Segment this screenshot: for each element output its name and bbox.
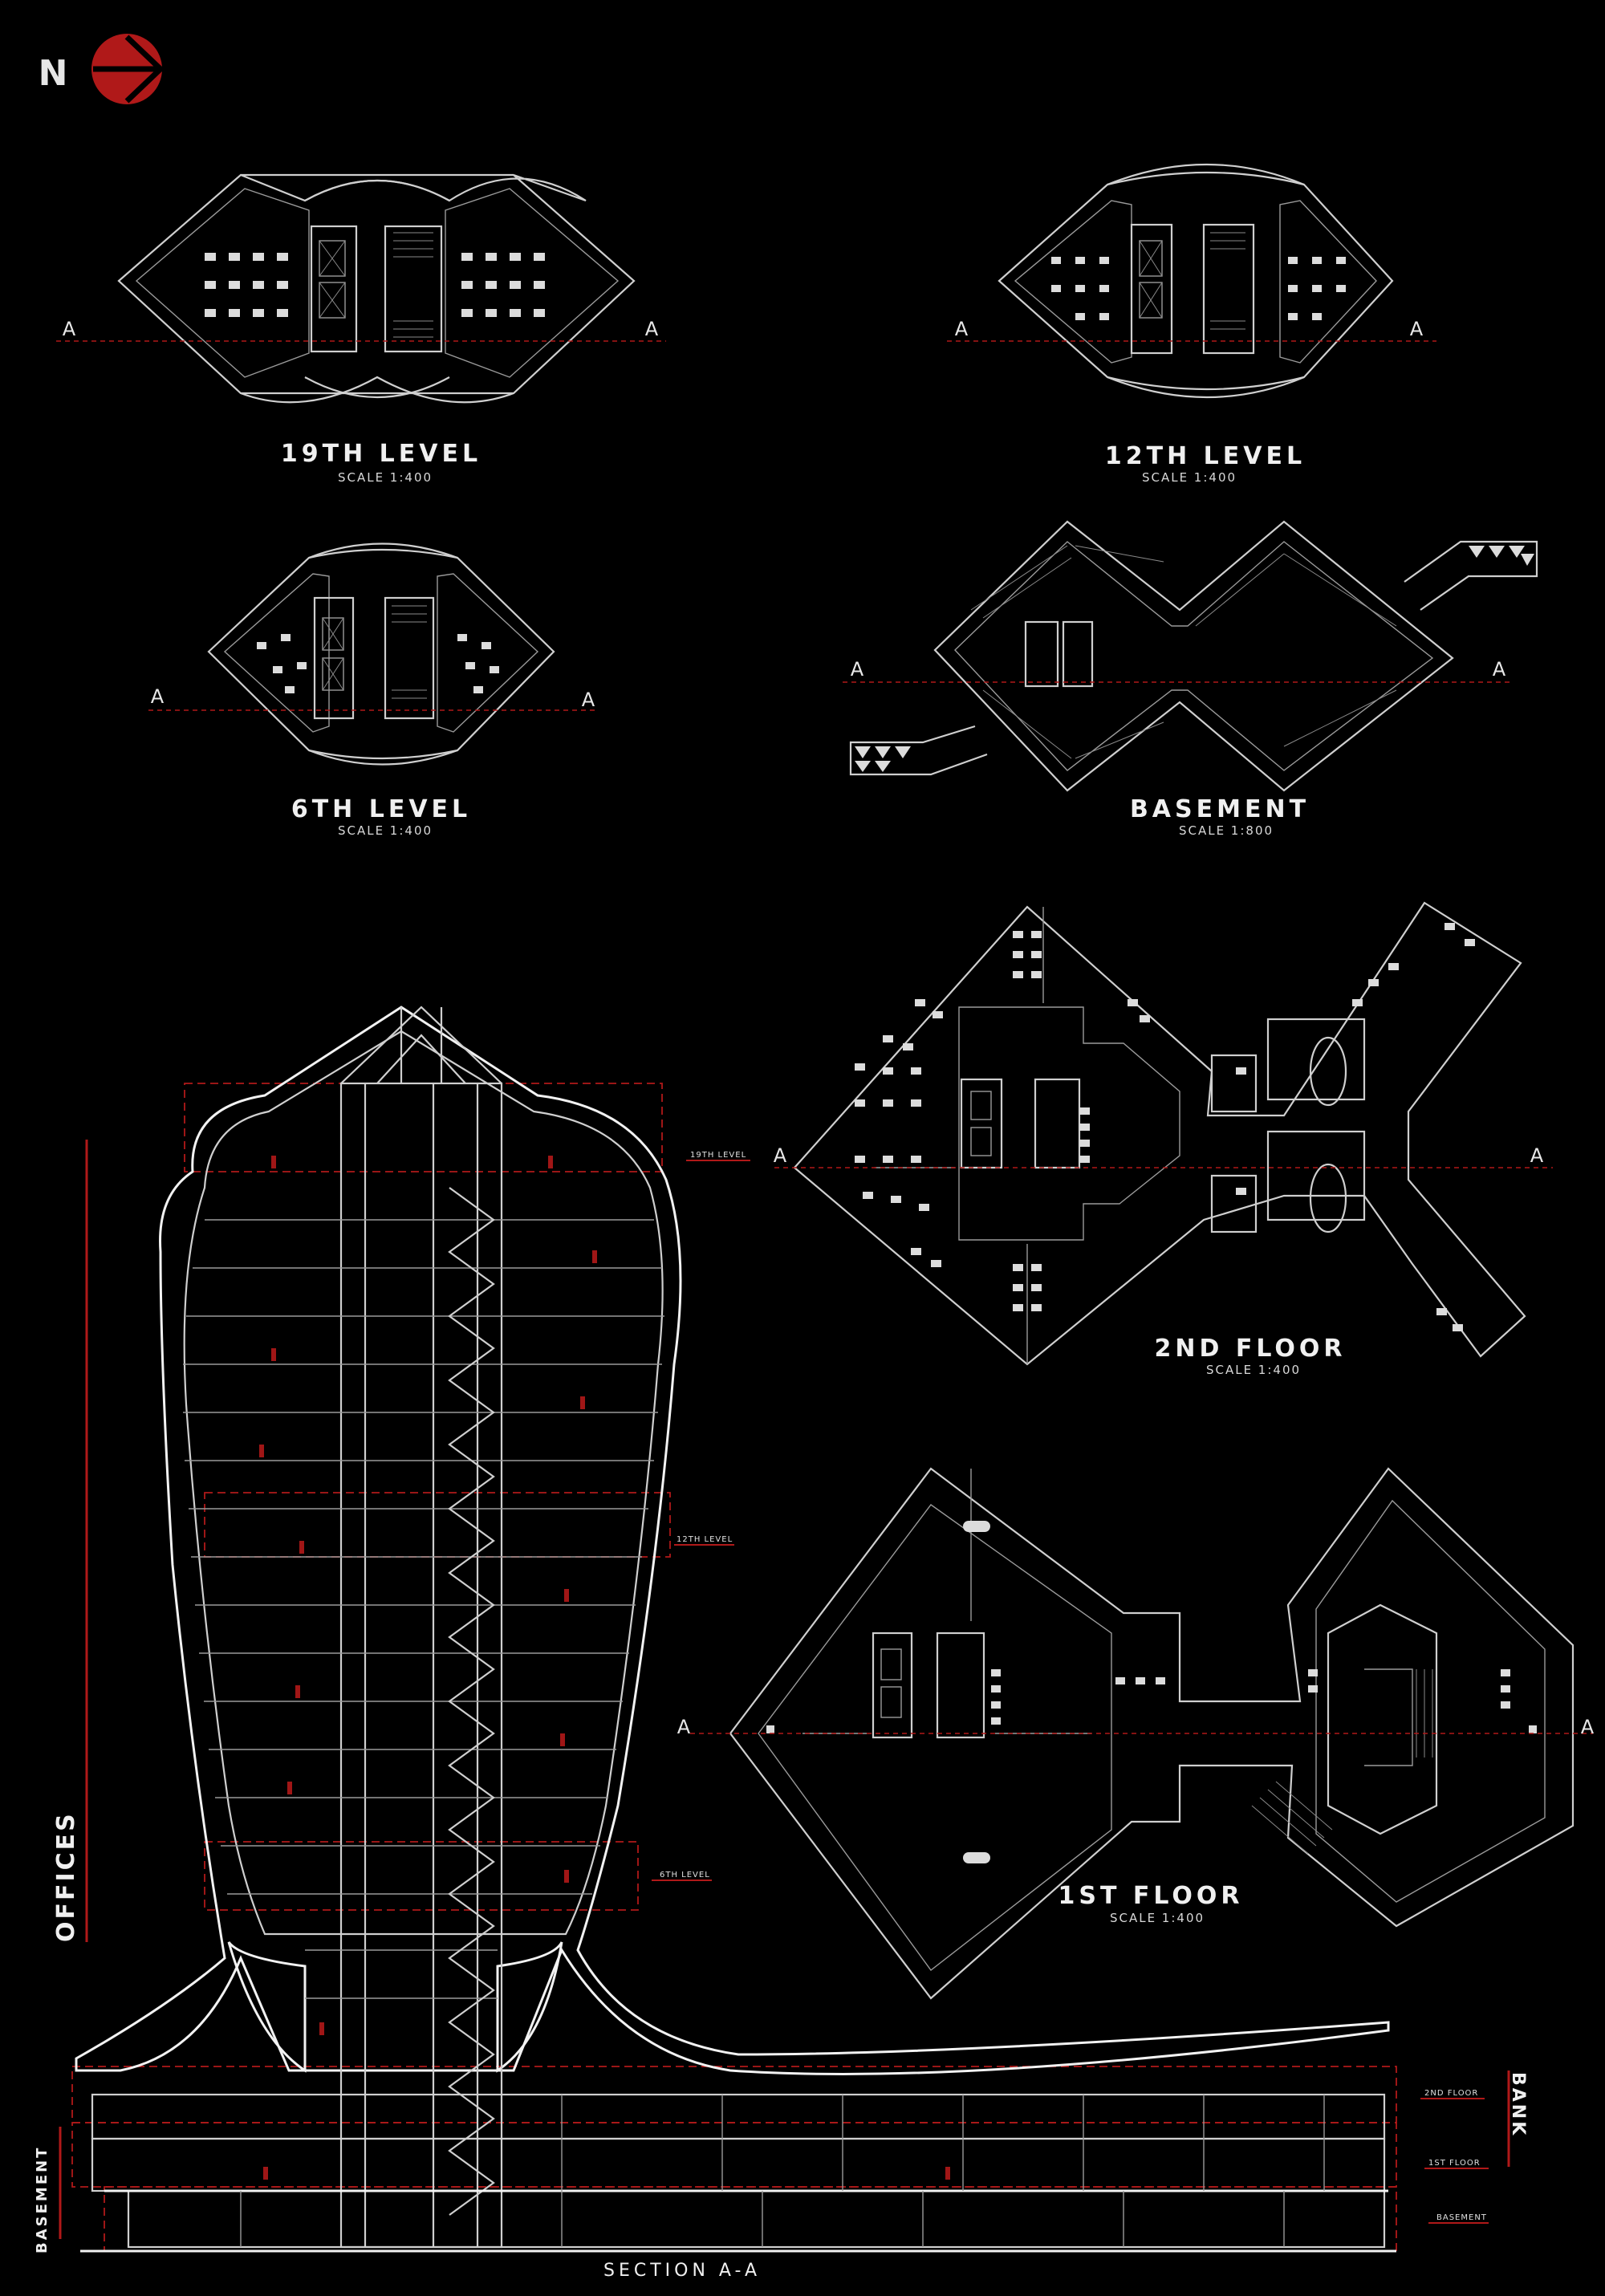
plan-19th-drawing	[117, 173, 636, 404]
plan-scale: SCALE 1:400	[1110, 1911, 1205, 1925]
level-tag-19: 19TH LEVEL	[690, 1151, 746, 1160]
section-marker-a: A	[1410, 318, 1424, 340]
plan-scale: SCALE 1:400	[338, 823, 433, 838]
section-marker-a: A	[63, 318, 76, 340]
plan-basement-drawing	[849, 520, 1538, 792]
level-tag-basement: BASEMENT	[1436, 2213, 1487, 2222]
section-marker-a: A	[955, 318, 969, 340]
north-letter: N	[39, 53, 68, 94]
plan-scale: SCALE 1:400	[1142, 470, 1237, 485]
plan-title: 19TH LEVEL	[281, 440, 482, 468]
level-tag-12: 12TH LEVEL	[677, 1535, 733, 1544]
zone-label-offices: OFFICES	[52, 1811, 80, 1942]
section-level-tags: 19TH LEVEL 12TH LEVEL 6TH LEVEL 2ND FLOO…	[652, 1151, 1489, 2224]
section-marker-a: A	[582, 689, 595, 711]
section-drawing	[59, 1006, 1510, 2253]
level-tag-2nd-floor: 2ND FLOOR	[1424, 2089, 1478, 2098]
section-marker-a: A	[774, 1144, 787, 1167]
section-marker-a: A	[677, 1716, 691, 1738]
north-arrow-icon	[91, 34, 165, 104]
plan-title: 6TH LEVEL	[291, 795, 471, 823]
section-a-a: 19TH LEVEL 12TH LEVEL 6TH LEVEL 2ND FLOO…	[34, 1006, 1528, 2281]
plan-scale: SCALE 1:400	[1206, 1363, 1301, 1377]
plan-title: BASEMENT	[1130, 795, 1310, 823]
plan-title: 1ST FLOOR	[1058, 1882, 1243, 1910]
plan-scale: SCALE 1:800	[1179, 823, 1274, 838]
section-title: SECTION A-A	[603, 2261, 761, 2281]
section-marker-a: A	[851, 658, 864, 681]
plan-title: 2ND FLOOR	[1155, 1335, 1347, 1363]
plan-scale: SCALE 1:400	[338, 470, 433, 485]
plan-1st-floor: A A 1ST FLOOR SCALE 1:400	[677, 1467, 1595, 2000]
section-marker-a: A	[151, 685, 165, 708]
plan-6th-level: A A 6TH LEVEL SCALE 1:400	[148, 543, 598, 838]
level-tag-6: 6TH LEVEL	[660, 1871, 710, 1879]
section-marker-a: A	[1530, 1144, 1544, 1167]
plan-basement: A A BASEMENT SCALE 1:800	[843, 520, 1538, 838]
plan-19th-level: A A 19TH LEVEL SCALE 1:400	[56, 173, 666, 485]
plan-12th-drawing	[998, 163, 1394, 399]
plan-2nd-floor: A A 2ND FLOOR SCALE 1:400	[774, 901, 1553, 1377]
section-marker-a: A	[1493, 658, 1506, 681]
north-arrow: N	[39, 34, 165, 104]
plan-1st-floor-drawing	[729, 1467, 1575, 2000]
zone-label-bank: BANK	[1508, 2072, 1528, 2137]
plan-title: 12TH LEVEL	[1105, 442, 1306, 470]
plan-12th-level: A A 12TH LEVEL SCALE 1:400	[947, 163, 1436, 485]
plan-6th-drawing	[207, 543, 555, 766]
zone-label-basement: BASEMENT	[34, 2146, 51, 2253]
section-marker-a: A	[1581, 1716, 1595, 1738]
level-tag-1st-floor: 1ST FLOOR	[1428, 2159, 1481, 2168]
section-marker-a: A	[645, 318, 659, 340]
